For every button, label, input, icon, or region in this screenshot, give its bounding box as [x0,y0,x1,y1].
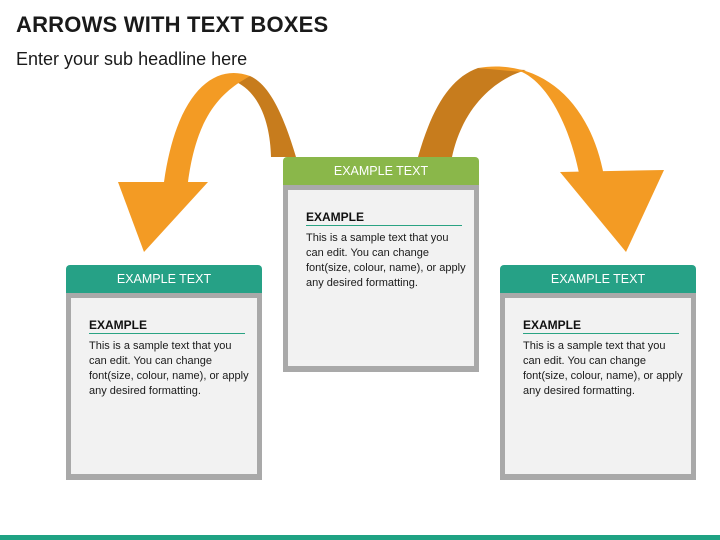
card-frame: EXAMPLE This is a sample text that you c… [283,185,479,372]
card-frame: EXAMPLE This is a sample text that you c… [66,293,262,480]
card-right: EXAMPLE TEXT EXAMPLE This is a sample te… [500,265,696,480]
footer-bar [0,535,720,540]
card-heading: EXAMPLE [89,318,245,334]
card-heading: EXAMPLE [523,318,679,334]
card-text: This is a sample text that you can edit.… [523,340,683,397]
right-arrow-head [560,170,664,252]
card-text: This is a sample text that you can edit.… [306,232,466,289]
card-header: EXAMPLE TEXT [500,265,696,293]
left-arrow-band-dark [232,76,296,157]
right-arrow-band-orange [478,66,604,178]
card-frame: EXAMPLE This is a sample text that you c… [500,293,696,480]
card-panel: EXAMPLE This is a sample text that you c… [71,298,257,474]
card-left: EXAMPLE TEXT EXAMPLE This is a sample te… [66,265,262,480]
card-center: EXAMPLE TEXT EXAMPLE This is a sample te… [283,157,479,372]
card-panel: EXAMPLE This is a sample text that you c… [288,190,474,366]
card-panel: EXAMPLE This is a sample text that you c… [505,298,691,474]
left-arrow-band-orange [164,72,250,182]
card-header: EXAMPLE TEXT [283,157,479,185]
slide-subtitle: Enter your sub headline here [16,49,248,69]
slide-title: ARROWS WITH TEXT BOXES [16,12,329,37]
card-header: EXAMPLE TEXT [66,265,262,293]
card-heading: EXAMPLE [306,210,462,226]
card-text: This is a sample text that you can edit.… [89,340,249,397]
right-arrow-band-dark [418,68,526,157]
left-arrow-head [118,182,208,252]
